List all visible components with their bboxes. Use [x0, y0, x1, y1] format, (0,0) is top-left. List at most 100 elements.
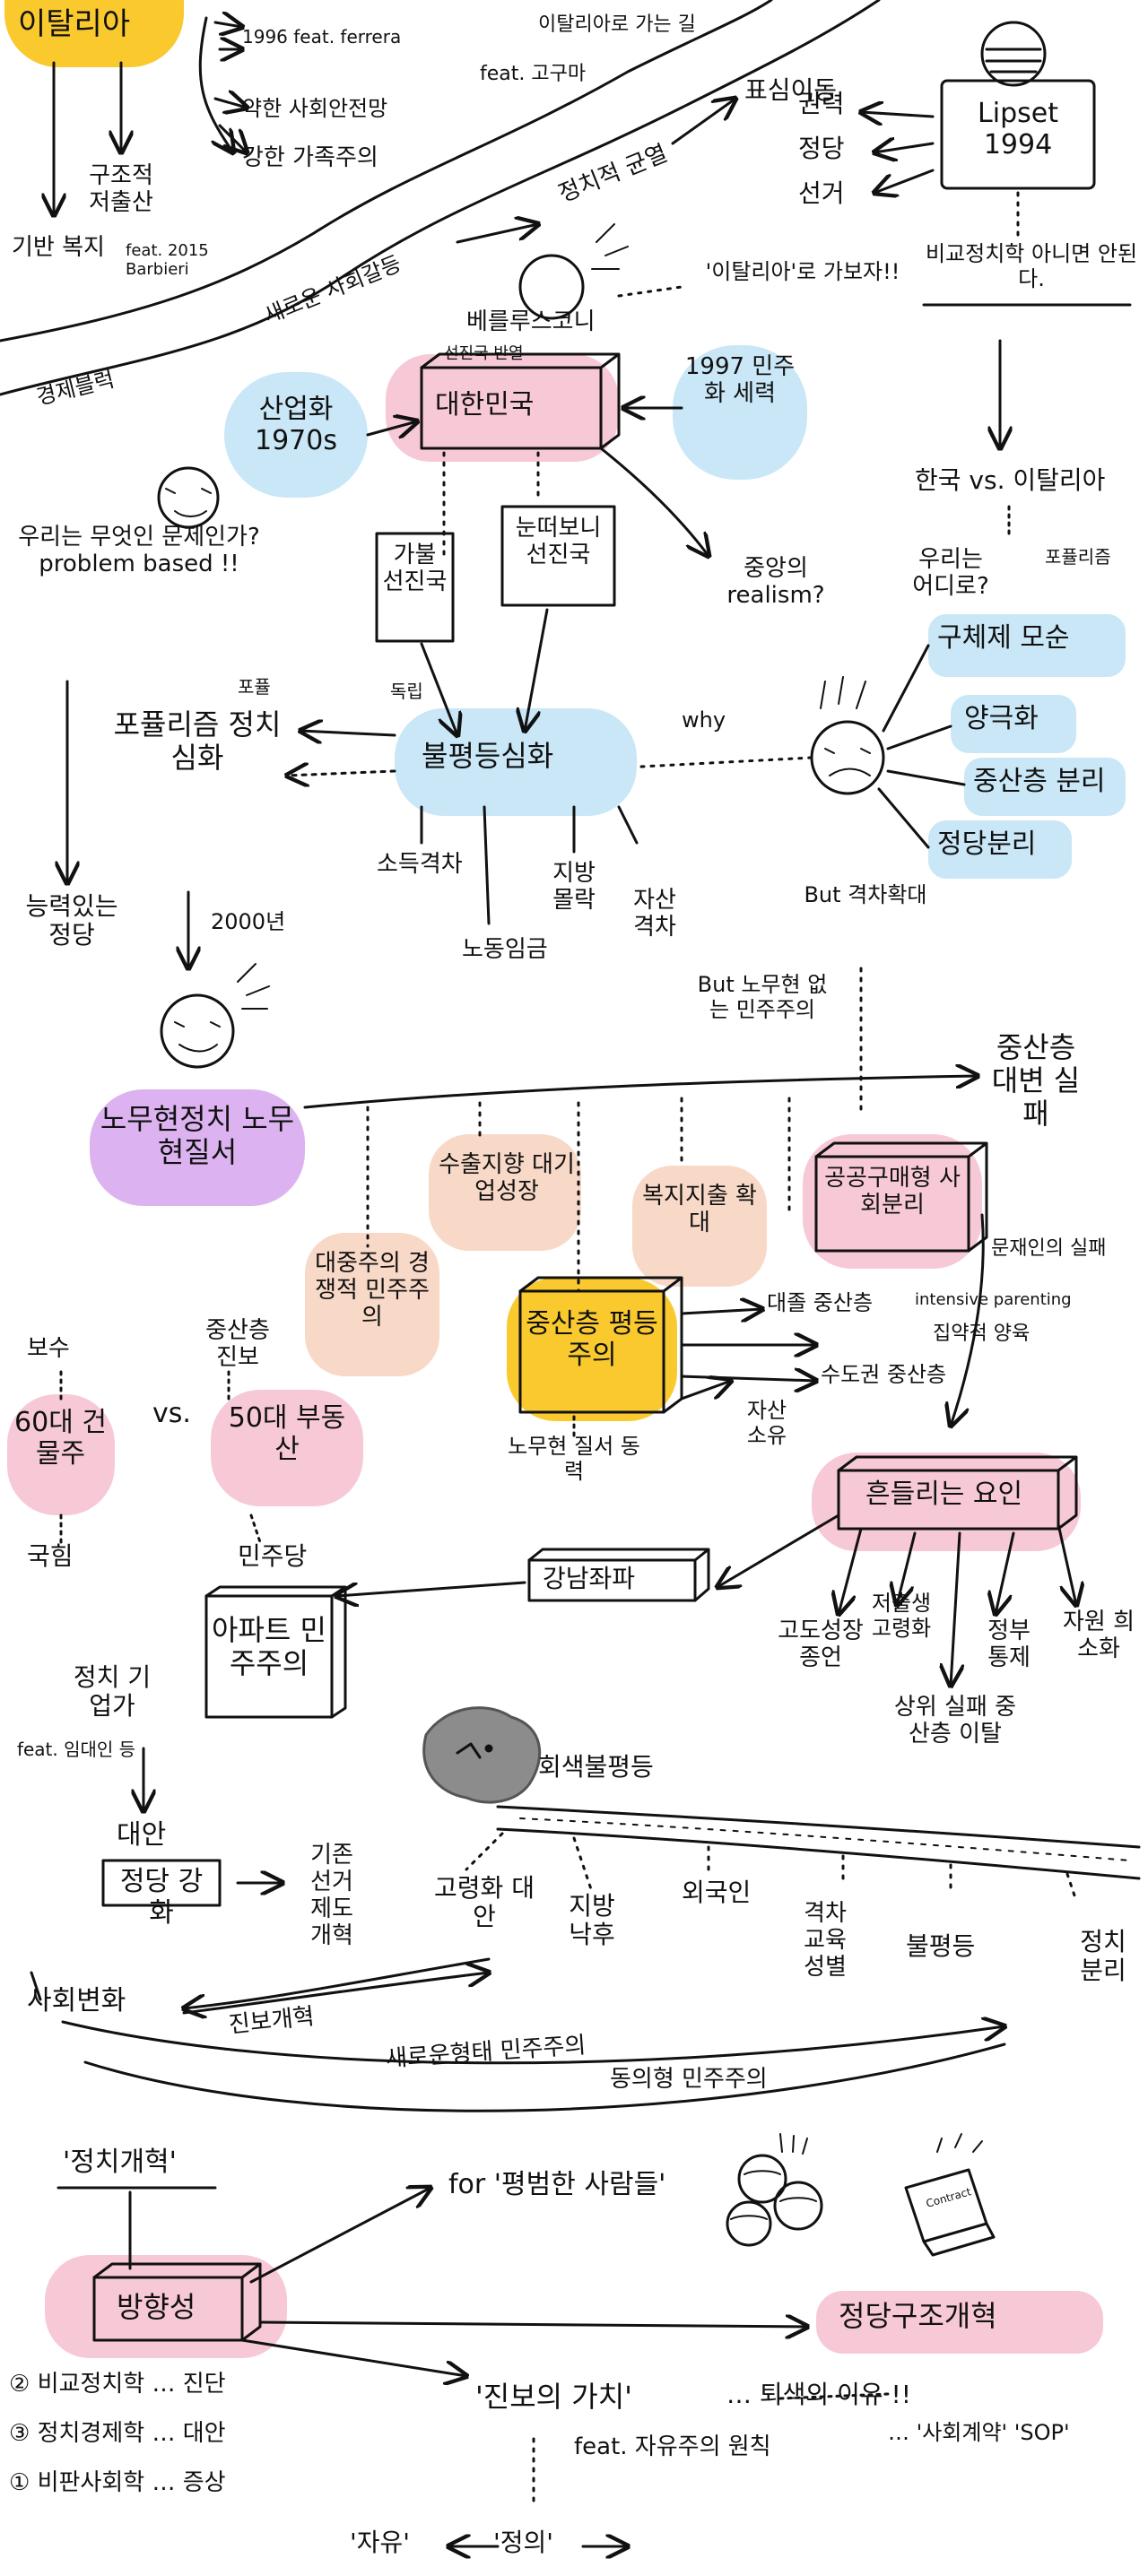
- highlight-industrialization: [224, 372, 368, 498]
- book-shape: [904, 2168, 988, 2243]
- label-populist: 포퓰리즘 정치심화: [113, 707, 282, 775]
- lipset-label: Lipset 1994: [978, 98, 1058, 160]
- label-what-problem: 우리는 무엇인 문제인가? problem based !!: [18, 524, 260, 577]
- label-conservative: 보수: [27, 1335, 70, 1362]
- label-weak-social: 약한 사회안전망: [242, 96, 388, 121]
- label-industrialization: 산업화 1970s: [255, 394, 337, 456]
- label-power: 권력: [798, 89, 845, 118]
- river-line-1: [0, 0, 881, 396]
- label-roh: 노무현정치 노무현질서: [100, 1102, 295, 1169]
- label-govt-reg: 정부 통제: [987, 1618, 1031, 1671]
- label-compare: 비교정치학 아니면 안된다.: [925, 241, 1138, 291]
- label-asset-gap: 자산 격차: [633, 887, 676, 941]
- label-freedom: '자유': [350, 2528, 410, 2557]
- label-m2: ② 비교정치학 … 진단: [9, 2371, 226, 2398]
- label-eye-adv: 눈떠보니 선진국: [515, 515, 602, 568]
- label-minjoo: 민주당: [238, 1541, 308, 1571]
- label-mass-comp: 대중주의 경쟁적 민주주의: [315, 1250, 430, 1331]
- label-korea: 대한민국: [435, 389, 535, 421]
- label-party: 정당: [798, 134, 845, 163]
- label-concentrate: 집약적 양육: [933, 1323, 1031, 1345]
- label-job-scarce: 자원 희소화: [1062, 1609, 1135, 1662]
- highlight-roh: [90, 1089, 305, 1206]
- highlight-fifty: [211, 1390, 363, 1506]
- label-pol-entre: 정치 기업가: [73, 1662, 152, 1722]
- highlight-partysplit: [928, 820, 1072, 879]
- label-pol-reform: '정치개혁': [63, 2147, 177, 2178]
- label-korea-tag: 선진국 반열: [444, 344, 524, 363]
- label-indep: 독립: [390, 681, 423, 702]
- label-party-strong: 정당 강화: [119, 1866, 204, 1929]
- label-polarize: 양극화: [964, 703, 1039, 734]
- label-aging-alt: 고령화 대안: [434, 1873, 535, 1932]
- label-fake-adv: 가불 선진국: [382, 542, 448, 595]
- highlight-struct: [928, 614, 1126, 677]
- label-for-ordinary: for '평범한 사람들': [448, 2169, 666, 2200]
- roh-face: [160, 993, 235, 1069]
- label-consensus-dem: 동의형 민주주의: [610, 2066, 768, 2093]
- label-mid-realism: 중앙의 realism?: [726, 555, 825, 609]
- highlight-sixty: [7, 1394, 115, 1515]
- highlight-mass: [305, 1233, 439, 1376]
- label-metro-mid: 수도권 중산층: [821, 1362, 947, 1387]
- label-italy-go: '이탈리아'로 가보자!!: [705, 259, 900, 284]
- label-why: why: [682, 707, 726, 733]
- label-alt: 대안: [117, 1819, 167, 1851]
- label-social-ineq: 회색불평등: [538, 1752, 654, 1782]
- label-center-move: 표심이동: [744, 75, 838, 105]
- berlusconi-face: [518, 254, 585, 320]
- label-retreat: … 퇴색의 이유 !!: [726, 2380, 911, 2409]
- label-sixty: 60대 건물주: [14, 1407, 107, 1470]
- label-party-restruct: 정당구조개혁: [839, 2299, 997, 2333]
- highlight-italy: [4, 0, 184, 67]
- label-fifty: 50대 부동산: [228, 1402, 346, 1465]
- label-populism-s: 포퓰리즘: [1045, 546, 1111, 568]
- label-italy-heading: 이탈리아로 가는 길: [538, 13, 696, 36]
- highlight-midsplit: [964, 758, 1126, 816]
- label-low-birth: 저출생 고령화: [871, 1591, 932, 1641]
- label-foreigner: 외국인: [682, 1878, 752, 1907]
- label-m1: ① 비판사회학 … 증상: [9, 2469, 226, 2496]
- label-feat2015: feat. 2015 Barbieri: [126, 241, 209, 279]
- label-feat-neo: feat. 임대인 등: [16, 1739, 136, 1760]
- label-democ: 1997 민주화 세력: [684, 353, 796, 407]
- label-gangnam: 강남좌파: [543, 1564, 636, 1593]
- label-social-change: 사회변화: [27, 1985, 126, 2017]
- highlight-shaking: [812, 1453, 1081, 1551]
- label-shaking: 흔들리는 요인: [865, 1479, 1023, 1510]
- highlight-korea: [386, 354, 619, 462]
- label-labor: 노동임금: [462, 936, 548, 963]
- label-midclass-split: 중산층 분리: [973, 766, 1106, 797]
- highlight-welfare: [632, 1166, 767, 1287]
- river-line-2: [0, 0, 773, 343]
- label-income-gap: 소득격차: [377, 851, 463, 878]
- label-apt-dem: 아파트 민주주의: [212, 1613, 326, 1680]
- label-midclass-prog: 중산층 진보: [205, 1317, 270, 1371]
- label-edu-gap: 격차 교육 성별: [804, 1900, 847, 1981]
- label-familialism: 강한 가족주의: [242, 144, 378, 171]
- label-inequality: 불평등: [906, 1931, 976, 1961]
- label-vs: vs.: [152, 1398, 191, 1429]
- label-feat-lib: feat. 자유주의 원칙: [574, 2433, 771, 2460]
- label-party-split: 정당분리: [937, 828, 1037, 860]
- lipset-face: [980, 21, 1047, 87]
- problem-face: [157, 466, 220, 529]
- gray-blob: [422, 1706, 542, 1804]
- label-exist-elect: 기존 선거 제도 개혁: [310, 1842, 353, 1949]
- label-year-ferrera: 1996 feat. ferrera: [242, 26, 402, 48]
- label-regional-dec: 지방 낙후: [569, 1891, 615, 1950]
- label-italy: 이탈리아: [18, 6, 131, 42]
- label-pol-split: 정치 분리: [1080, 1927, 1126, 1986]
- why-face: [810, 720, 885, 795]
- label-moon-fail: 문재인의 실패: [991, 1237, 1107, 1260]
- highlight-democ: [673, 345, 807, 480]
- label-but-gap: But 격차확대: [804, 882, 927, 907]
- label-but-democ: But 노무현 없는 민주주의: [697, 972, 828, 1022]
- label-direction: 방향성: [117, 2290, 196, 2324]
- label-election: 선거: [798, 178, 845, 208]
- label-intensive: intensive parenting: [915, 1290, 1072, 1309]
- label-export: 수출지향 대기업성장: [439, 1151, 575, 1205]
- label-top-fail: 상위 실패 중산층 이탈: [893, 1694, 1017, 1748]
